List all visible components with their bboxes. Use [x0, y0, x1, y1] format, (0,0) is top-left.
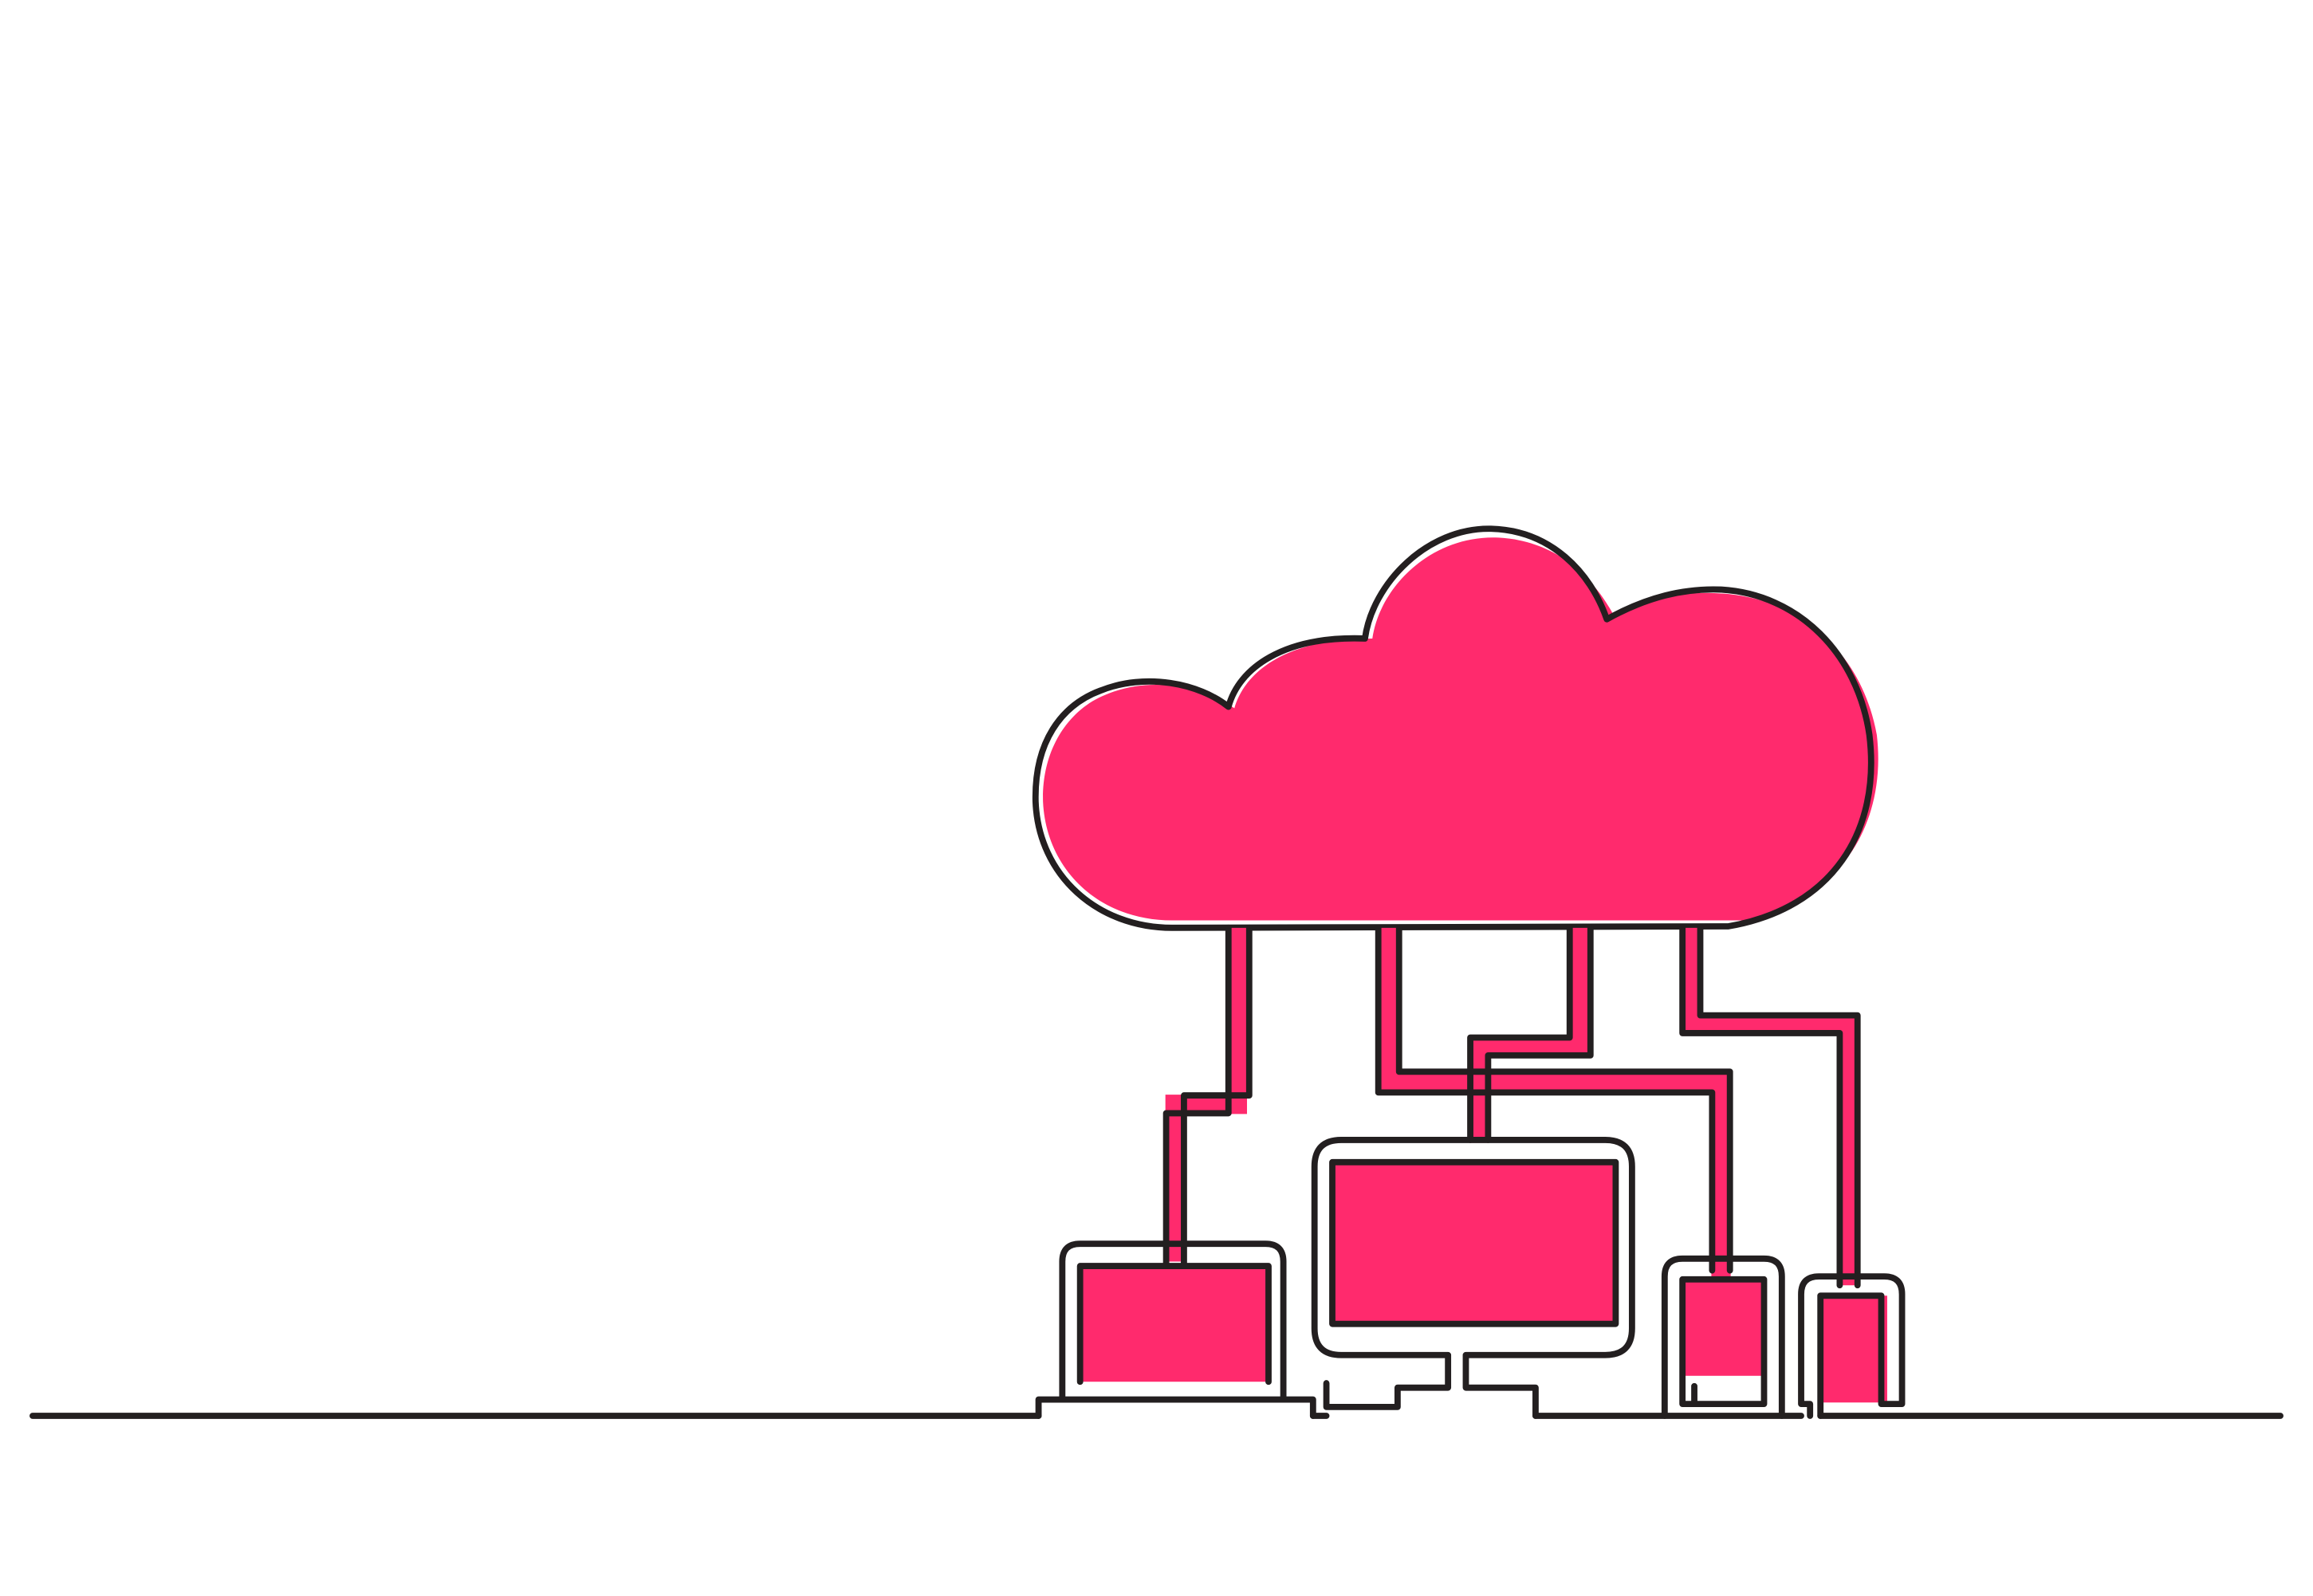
connection-to-laptop: [1165, 927, 1248, 1262]
cloud-fill: [1043, 537, 1878, 921]
cloud-outline: [1032, 525, 1874, 931]
connection-outlines: [1162, 924, 1861, 1289]
tablet-screen-fill: [1682, 1279, 1764, 1376]
phone-line-outline: [1679, 924, 1861, 1289]
connection-to-tablet: [1377, 927, 1731, 1277]
laptop-line-outline: [1162, 924, 1253, 1269]
tablet-outline: [1661, 1255, 1785, 1419]
laptop-outline: [1035, 1240, 1316, 1419]
phone-outline: [1798, 1273, 1906, 1419]
laptop-screen-fill: [1080, 1266, 1269, 1382]
tablet-line-outline: [1375, 924, 1733, 1274]
phone-screen-fill: [1820, 1295, 1887, 1403]
monitor-outline: [1311, 1137, 1635, 1419]
connection-to-phone: [1682, 927, 1859, 1286]
monitor-screen-fill: [1332, 1162, 1616, 1324]
laptop-icon: [1035, 1240, 1316, 1419]
smartphone-icon: [1798, 1273, 1906, 1419]
tablet-icon: [1661, 1255, 1785, 1419]
cloud-icon: [1032, 525, 1878, 931]
desktop-monitor-icon: [1311, 1137, 1635, 1419]
monitor-line-outline: [1467, 924, 1594, 1143]
